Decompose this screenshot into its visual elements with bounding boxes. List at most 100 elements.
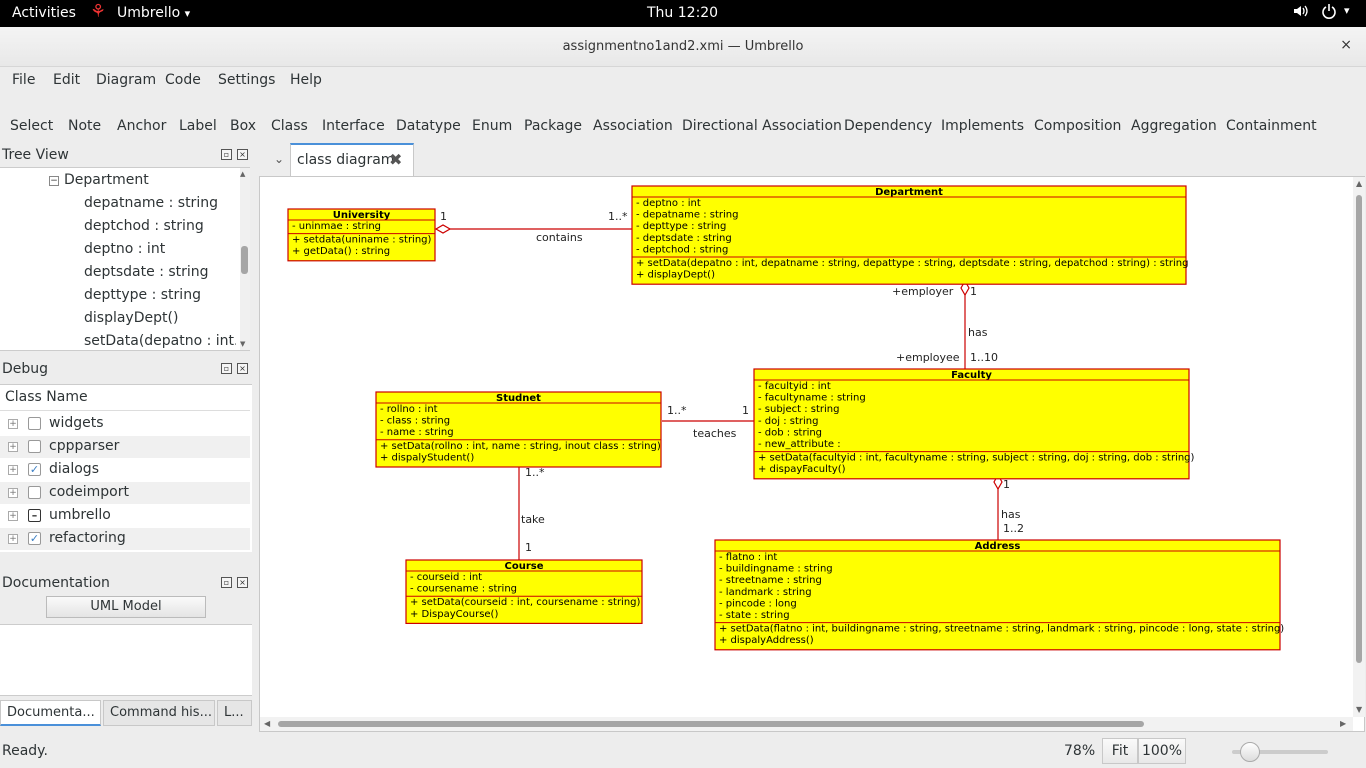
doc-close-icon[interactable]: × xyxy=(237,577,248,588)
tab-class-diagram[interactable]: class diagram ✖ xyxy=(290,143,414,176)
debug-row[interactable]: + ✓ dialogs xyxy=(0,459,250,481)
uml-model-button[interactable]: UML Model xyxy=(46,596,206,618)
class-box[interactable] xyxy=(631,185,1187,285)
uml-class-studnet[interactable]: Studnet- rollno : int- class : string- n… xyxy=(375,391,662,468)
documentation-textarea[interactable] xyxy=(0,624,252,696)
tool-enum[interactable]: Enum xyxy=(472,118,513,134)
tool-box[interactable]: Box xyxy=(230,118,257,134)
class-box[interactable] xyxy=(375,391,662,468)
checkbox[interactable]: – xyxy=(28,509,41,522)
tree-item[interactable]: depatname : string xyxy=(84,195,218,211)
debug-close-icon[interactable]: × xyxy=(237,363,248,374)
tree-close-icon[interactable]: × xyxy=(237,149,248,160)
debug-row[interactable]: + cppparser xyxy=(0,436,250,458)
tab-list-chevron-icon[interactable]: ⌄ xyxy=(274,152,285,166)
class-box[interactable] xyxy=(714,539,1281,651)
expand-icon[interactable]: + xyxy=(8,511,18,521)
uml-class-department[interactable]: Department- deptno : int- depatname : st… xyxy=(631,185,1188,285)
debug-row[interactable]: + – umbrello xyxy=(0,505,250,527)
debug-row[interactable]: + ✓ refactoring xyxy=(0,528,250,550)
diagram-canvas[interactable]: 1 1..* contains +employer 1 has +employe… xyxy=(259,176,1365,732)
zoom-slider-knob[interactable] xyxy=(1240,742,1260,762)
debug-row[interactable]: + widgets xyxy=(0,413,250,435)
clock[interactable]: Thu 12:20 xyxy=(647,5,719,21)
tree-item-department[interactable]: Department xyxy=(64,172,149,188)
tool-aggregation[interactable]: Aggregation xyxy=(1131,118,1217,134)
tree-item[interactable]: displayDept() xyxy=(84,310,179,326)
expand-icon[interactable]: + xyxy=(8,534,18,544)
uml-class-diagram[interactable]: 1 1..* contains +employer 1 has +employe… xyxy=(260,177,1353,717)
collapse-icon[interactable]: − xyxy=(49,176,59,186)
checkbox[interactable] xyxy=(28,417,41,430)
tree-item[interactable]: deptsdate : string xyxy=(84,264,209,280)
tool-select[interactable]: Select xyxy=(10,118,54,134)
tab-close-icon[interactable]: ✖ xyxy=(389,150,403,169)
uml-class-address[interactable]: Address- flatno : int- buildingname : st… xyxy=(714,539,1284,651)
menu-diagram[interactable]: Diagram xyxy=(96,72,157,88)
tool-containment[interactable]: Containment xyxy=(1226,118,1317,134)
menu-code[interactable]: Code xyxy=(165,72,201,88)
canvas-vscroll-thumb[interactable] xyxy=(1356,195,1362,663)
tree-float-icon[interactable]: ▫ xyxy=(221,149,232,160)
window-close-icon[interactable]: × xyxy=(1340,37,1352,53)
tool-interface[interactable]: Interface xyxy=(322,118,385,134)
tree-item[interactable]: deptno : int xyxy=(84,241,166,257)
tree-item[interactable]: deptchod : string xyxy=(84,218,204,234)
checkbox[interactable] xyxy=(28,440,41,453)
uml-class-course[interactable]: Course- courseid : int- coursename : str… xyxy=(405,559,643,625)
power-icon[interactable] xyxy=(1321,3,1337,23)
checkbox[interactable]: ✓ xyxy=(28,532,41,545)
volume-icon[interactable] xyxy=(1292,3,1308,23)
scroll-up-icon[interactable]: ▲ xyxy=(240,170,246,178)
activities-button[interactable]: Activities xyxy=(12,5,76,21)
menu-settings[interactable]: Settings xyxy=(218,72,276,88)
expand-icon[interactable]: + xyxy=(8,465,18,475)
canvas-vertical-scrollbar[interactable]: ▲ ▼ xyxy=(1353,177,1365,717)
zoom-fit-button[interactable]: Fit xyxy=(1102,738,1138,764)
tool-datatype[interactable]: Datatype xyxy=(396,118,461,134)
tab-documentation[interactable]: Documenta... xyxy=(0,700,101,726)
debug-row[interactable]: + codeimport xyxy=(0,482,250,504)
tool-note[interactable]: Note xyxy=(68,118,102,134)
tool-composition[interactable]: Composition xyxy=(1034,118,1122,134)
tool-package[interactable]: Package xyxy=(524,118,583,134)
uml-class-faculty[interactable]: Faculty- facultyid : int- facultyname : … xyxy=(753,368,1195,480)
canvas-hscroll-thumb[interactable] xyxy=(278,721,1144,727)
tab-command-history[interactable]: Command his... xyxy=(103,700,215,726)
tree-item[interactable]: setData(depatno : int... xyxy=(84,333,236,349)
expand-icon[interactable]: + xyxy=(8,488,18,498)
expand-icon[interactable]: + xyxy=(8,419,18,429)
tool-class[interactable]: Class xyxy=(271,118,308,134)
tool-directional-association[interactable]: Directional Association xyxy=(682,118,842,134)
tab-log[interactable]: L... xyxy=(217,700,252,726)
tool-association[interactable]: Association xyxy=(593,118,673,134)
scroll-left-icon[interactable]: ◀ xyxy=(264,719,271,728)
tool-dependency[interactable]: Dependency xyxy=(844,118,933,134)
scroll-right-icon[interactable]: ▶ xyxy=(1340,719,1347,728)
zoom-100-button[interactable]: 100% xyxy=(1138,738,1186,764)
tree-scroll-thumb[interactable] xyxy=(241,246,248,274)
class-box[interactable] xyxy=(753,368,1190,480)
uml-class-university[interactable]: University- uninmae : string+ setdata(un… xyxy=(287,208,436,262)
canvas-horizontal-scrollbar[interactable]: ◀ ▶ xyxy=(260,717,1353,731)
tool-label[interactable]: Label xyxy=(179,118,217,134)
menu-edit[interactable]: Edit xyxy=(53,72,81,88)
tree-scrollbar[interactable]: ▲ ▼ xyxy=(240,168,250,350)
debug-float-icon[interactable]: ▫ xyxy=(221,363,232,374)
checkbox[interactable] xyxy=(28,486,41,499)
menu-file[interactable]: File xyxy=(12,72,36,88)
app-menu[interactable]: Umbrello ▾ xyxy=(117,5,190,21)
system-menu-arrow-icon[interactable]: ▾ xyxy=(1344,4,1350,17)
debug-column-header[interactable]: Class Name xyxy=(0,385,250,411)
scroll-down-icon[interactable]: ▼ xyxy=(240,340,246,348)
menu-help[interactable]: Help xyxy=(290,72,322,88)
checkbox[interactable]: ✓ xyxy=(28,463,41,476)
tool-anchor[interactable]: Anchor xyxy=(117,118,167,134)
doc-float-icon[interactable]: ▫ xyxy=(221,577,232,588)
zoom-slider-track[interactable] xyxy=(1232,750,1328,754)
scroll-up-icon[interactable]: ▲ xyxy=(1356,179,1363,188)
class-box[interactable] xyxy=(287,208,436,262)
expand-icon[interactable]: + xyxy=(8,442,18,452)
tree-item[interactable]: depttype : string xyxy=(84,287,201,303)
tool-implements[interactable]: Implements xyxy=(941,118,1025,134)
